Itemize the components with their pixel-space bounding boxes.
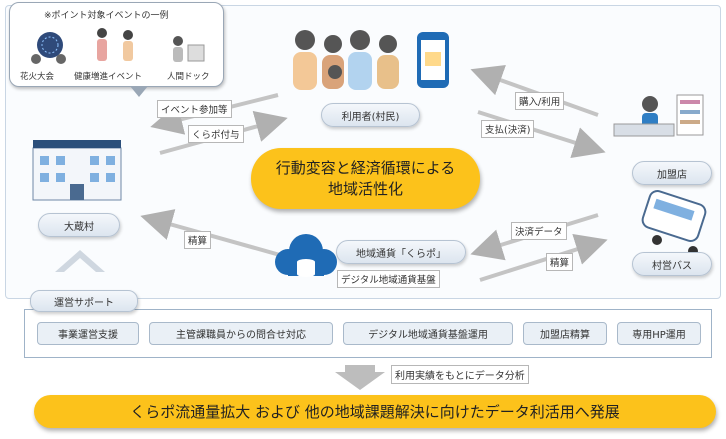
member-store-node: 加盟店 [632, 161, 712, 185]
family-icon [293, 30, 399, 90]
label-kurapo-grant: くらポ付与 [188, 125, 244, 143]
label-settlement-village: 精算 [184, 231, 212, 249]
village-bus-node: 村営バス [632, 252, 712, 276]
smartphone-icon [417, 32, 449, 88]
store-clerk-icon [613, 94, 704, 137]
health-event-icon [97, 28, 133, 61]
center-line-1: 行動変容と経済循環による [275, 158, 456, 177]
event-example-callout: ※ポイント対象イベントの一例 花火大会 健康増進イベント 人間ドック [9, 2, 224, 97]
label-payment: 支払(決済) [481, 120, 535, 138]
support-item-platform: デジタル地域通貨基盤運用 [343, 322, 513, 345]
currency-node: 地域通貨「くらポ」 [336, 240, 466, 264]
event-label-checkup: 人間ドック [167, 72, 210, 82]
event-icons [31, 28, 205, 64]
chevron-up-icon [55, 250, 105, 272]
support-item-settlement: 加盟店精算 [523, 322, 607, 345]
support-item-inquiry: 主管課職員からの問合せ対応 [149, 322, 333, 345]
label-settlement-store: 精算 [546, 253, 574, 271]
label-payment-data: 決済データ [511, 222, 567, 240]
center-message: 行動変容と経済循環による 地域活性化 [251, 148, 480, 209]
bus-icon [641, 190, 707, 256]
residents-node: 利用者(村民) [321, 103, 420, 127]
event-label-fireworks: 花火大会 [20, 72, 55, 82]
event-label-health: 健康増進イベント [74, 72, 143, 82]
health-checkup-icon [173, 36, 205, 62]
support-title: 運営サポート [30, 290, 138, 312]
cloud-database-icon [275, 234, 337, 277]
label-purchase-use: 購入/利用 [515, 92, 565, 110]
village-node: 大蔵村 [38, 213, 120, 237]
village-office-icon [32, 140, 122, 201]
support-panel: 事業運営支援 主管課職員からの問合せ対応 デジタル地域通貨基盤運用 加盟店精算 … [24, 309, 712, 358]
fireworks-icon [31, 32, 66, 64]
label-event-join: イベント参加等 [157, 100, 232, 118]
support-item-business: 事業運営支援 [37, 322, 139, 345]
platform-label: デジタル地域通貨基盤 [337, 270, 440, 288]
arrow-settlement-village [140, 209, 281, 257]
analysis-label: 利用実績をもとにデータ分析 [391, 365, 529, 384]
arrow-settlement-store [479, 233, 608, 282]
arrow-payment [477, 110, 606, 159]
callout-note: ※ポイント対象イベントの一例 [44, 11, 169, 21]
support-item-homepage: 専用HP運用 [617, 322, 701, 345]
center-line-2: 地域活性化 [327, 179, 403, 198]
bottom-banner: くらポ流通量拡大 および 他の地域課題解決に向けたデータ利活用へ発展 [34, 395, 716, 428]
down-arrow-icon [335, 365, 385, 390]
